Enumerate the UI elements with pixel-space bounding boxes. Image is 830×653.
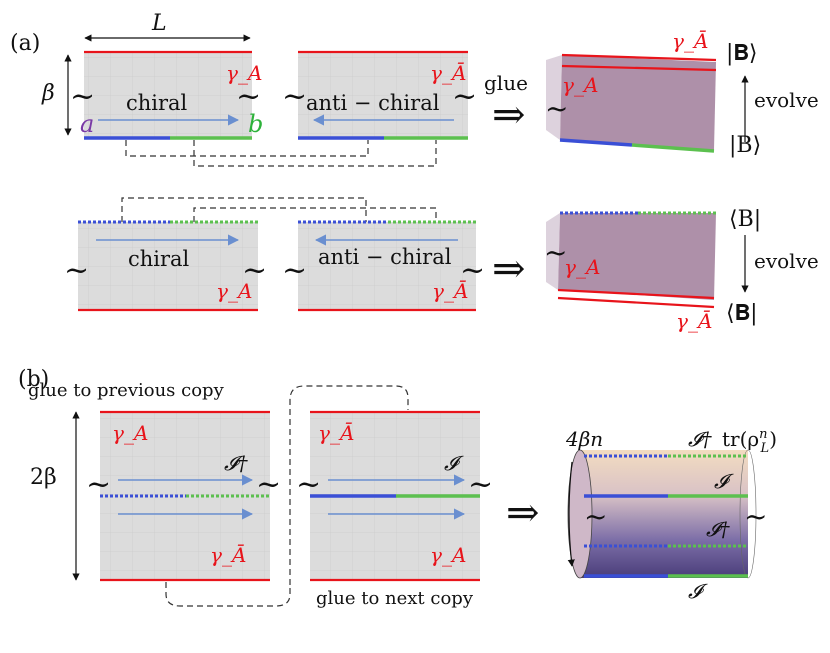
rect-antichiral-bottom bbox=[298, 220, 476, 312]
four-beta-n-label: 4βn bbox=[565, 427, 603, 451]
gamma-a-label-b1: γ_A bbox=[112, 421, 148, 445]
gamma-a-label-2: γ_A bbox=[216, 279, 252, 303]
glue-prev-label: glue to previous copy bbox=[28, 380, 225, 401]
evolve-label-1: evolve bbox=[754, 88, 819, 112]
ket-bold-label: |𝐁⟩ bbox=[726, 41, 757, 66]
tilde-right-4: ~ bbox=[460, 253, 485, 288]
glued-surface-bottom bbox=[546, 211, 716, 309]
gamma-abar-label-2: γ_Ā bbox=[432, 279, 468, 303]
trace-close: ) bbox=[769, 427, 777, 451]
glue-connector-2 bbox=[193, 140, 437, 167]
tilde-left-4: ~ bbox=[282, 253, 307, 288]
tilde-right-1: ~ bbox=[236, 79, 261, 114]
chiral-label-2: chiral bbox=[128, 247, 190, 271]
antichiral-label-1: anti − chiral bbox=[306, 91, 440, 115]
ket-label: |B⟩ bbox=[729, 133, 761, 158]
rect-b-left bbox=[100, 410, 270, 582]
rect-antichiral-top bbox=[298, 50, 468, 140]
two-beta-label: 2β bbox=[30, 465, 57, 490]
panel-b-label: (b) bbox=[18, 367, 49, 392]
glue-connector-b-top bbox=[289, 385, 409, 585]
gamma-a-label-b2: γ_A bbox=[430, 543, 466, 567]
gamma-abar-label-b1: γ_Ā bbox=[210, 543, 246, 567]
bra-label: ⟨B| bbox=[729, 207, 761, 232]
tilde-cyl-left: ~ bbox=[584, 500, 607, 533]
glue-connector-4 bbox=[193, 207, 437, 222]
chiral-label-1: chiral bbox=[126, 91, 188, 115]
point-a-label: a bbox=[80, 110, 94, 138]
gamma-a-label-1: γ_A bbox=[226, 61, 262, 85]
evolve-label-2: evolve bbox=[754, 249, 819, 273]
implies-arrow-1: ⇒ bbox=[492, 92, 526, 138]
glue-connector-1 bbox=[125, 140, 369, 157]
i-dagger-label-b1: 𝓘† bbox=[224, 451, 249, 475]
gamma-abar-label-res2: γ_Ā bbox=[676, 309, 712, 333]
i-dagger-label-cyl2: 𝓘† bbox=[706, 517, 731, 541]
gamma-a-label-res2: γ_A bbox=[564, 255, 600, 279]
i-label-cyl2: 𝓘 bbox=[688, 579, 708, 603]
antichiral-label-2: anti − chiral bbox=[318, 245, 452, 269]
gamma-abar-label-1: γ_Ā bbox=[430, 61, 466, 85]
bra-bold-label: ⟨𝐁| bbox=[726, 301, 757, 326]
rect-b-right bbox=[310, 410, 480, 582]
panel-a-label: (a) bbox=[10, 31, 40, 56]
tilde-left-2: ~ bbox=[282, 79, 307, 114]
rect-chiral-top bbox=[84, 50, 252, 140]
implies-arrow-3: ⇒ bbox=[506, 490, 540, 536]
trace-sup: n bbox=[759, 427, 767, 442]
cylinder-surface bbox=[567, 449, 757, 579]
tilde-b2-right: ~ bbox=[468, 467, 493, 502]
tilde-right-3: ~ bbox=[242, 253, 267, 288]
tilde-left-1: ~ bbox=[70, 79, 95, 114]
gamma-abar-label-res1: γ_Ā bbox=[672, 29, 708, 53]
glue-next-label: glue to next copy bbox=[316, 588, 474, 609]
tilde-res2: ~ bbox=[544, 236, 567, 269]
winding-arrow bbox=[567, 461, 575, 567]
length-label: L bbox=[151, 11, 167, 36]
tilde-cyl-right: ~ bbox=[744, 500, 767, 533]
tilde-left-3: ~ bbox=[64, 253, 89, 288]
glue-connector-b-bottom bbox=[165, 582, 291, 607]
implies-arrow-2: ⇒ bbox=[492, 246, 526, 292]
tilde-b2-left: ~ bbox=[296, 467, 321, 502]
glue-label: glue bbox=[484, 71, 528, 95]
rect-chiral-bottom bbox=[78, 220, 258, 312]
point-b-label: b bbox=[248, 110, 263, 138]
glue-connector-3 bbox=[121, 197, 367, 222]
beta-label: β bbox=[41, 81, 55, 106]
tilde-res1: ~ bbox=[545, 92, 568, 125]
tilde-b1-left: ~ bbox=[86, 467, 111, 502]
trace-sub: L bbox=[760, 441, 770, 456]
i-dagger-label-cyl1: 𝓘† bbox=[688, 427, 713, 451]
gamma-abar-label-b2: γ_Ā bbox=[318, 421, 354, 445]
tilde-right-2: ~ bbox=[452, 79, 477, 114]
trace-main: tr(ρ bbox=[722, 427, 759, 451]
tilde-b1-right: ~ bbox=[256, 467, 281, 502]
gamma-a-label-res1: γ_A bbox=[562, 73, 598, 97]
glued-surface-top bbox=[546, 53, 717, 153]
